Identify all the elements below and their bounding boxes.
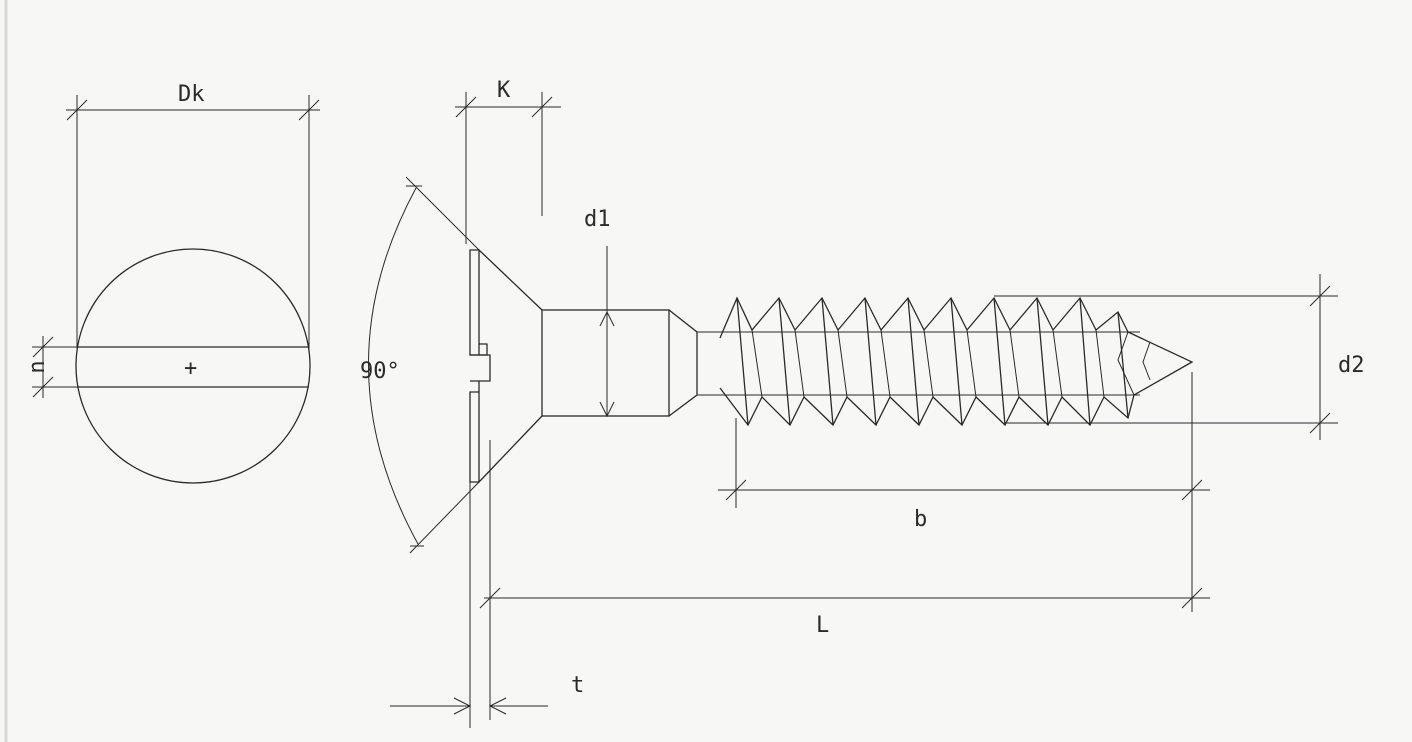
shank (541, 309, 670, 417)
head-bottom-face (469, 391, 480, 483)
label-b: b (914, 507, 927, 532)
label-dk: Dk (178, 82, 205, 107)
screw-tip (1127, 331, 1194, 396)
label-angle: 90° (360, 359, 400, 384)
label-d1: d1 (584, 207, 611, 232)
label-d2: d2 (1338, 353, 1365, 378)
thread-flanks (736, 297, 1129, 426)
dim-shank-diameter: d1 (584, 207, 615, 418)
head-outline-circle (75, 248, 311, 484)
thread-crest-bottom (719, 387, 1135, 427)
head-top-face (469, 249, 488, 356)
dim-slot-depth: t (390, 470, 584, 728)
dim-head-diameter: Dk (66, 82, 320, 352)
head-cone-bottom (478, 415, 543, 483)
label-l: L (816, 613, 829, 638)
neck-taper (668, 309, 698, 417)
label-n: n (25, 360, 50, 373)
dim-thread-length: b (718, 372, 1210, 612)
tip-hatching (1117, 331, 1151, 396)
head-top-view: + (75, 248, 311, 484)
thread-inner-flanks (751, 329, 1105, 398)
center-mark: + (184, 356, 197, 381)
label-k: K (497, 78, 511, 103)
dim-thread-diameter: d2 (994, 274, 1365, 440)
dim-head-height: K (455, 78, 561, 244)
dim-slot-width: n (25, 336, 82, 398)
screw-side-view (469, 249, 1194, 483)
dim-head-angle: 90° (360, 176, 480, 554)
dim-total-length: L (479, 440, 1210, 720)
label-t: t (571, 673, 584, 698)
head-slot (470, 344, 491, 392)
head-cone-top (478, 249, 543, 311)
